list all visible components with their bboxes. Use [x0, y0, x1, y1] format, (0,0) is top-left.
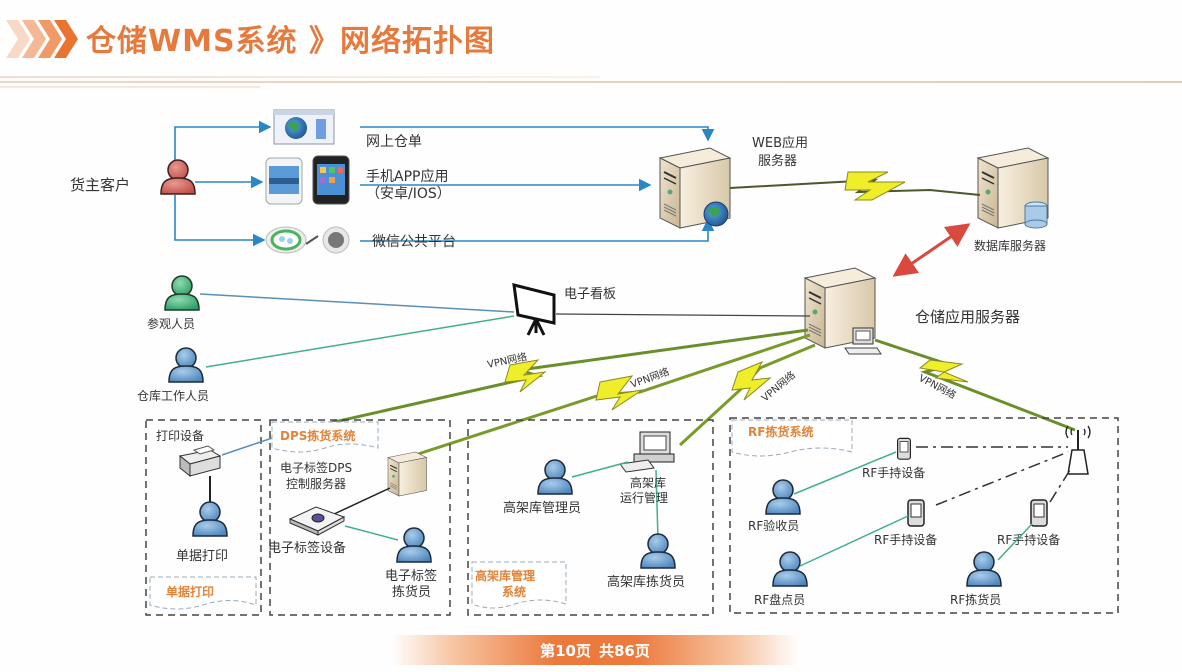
highrack-group-title-line2: 系统	[502, 584, 526, 599]
header-divider-3	[0, 86, 260, 88]
web-server-label-line2: 服务器	[758, 153, 797, 169]
printer-icon	[178, 445, 222, 478]
electronic-tag-device-icon	[288, 506, 346, 536]
database-server-label: 数据库服务器	[974, 238, 1046, 253]
dps-server-label-line1: 电子标签DPS	[280, 460, 352, 475]
vpn-lightning-1-icon	[504, 359, 547, 393]
rf-antenna-icon	[1065, 425, 1091, 475]
channel-web-order-label: 网上仓单	[366, 134, 422, 150]
dps-group: DPS拣货系统 电子标签DPS 控制服务器 电子标签设备 电子标签 拣货员	[268, 419, 451, 616]
dps-group-title: DPS拣货系统	[280, 428, 355, 443]
electronic-board-icon	[512, 283, 556, 336]
web-browser-icon	[273, 109, 335, 145]
rf-picker-label: RF拣货员	[950, 592, 1001, 607]
header-divider-2	[0, 81, 1182, 83]
page-title: 仓储WMS系统 》网络拓扑图	[86, 24, 495, 59]
customer-person-icon	[160, 159, 196, 195]
highrack-group-title-line1: 高架库管理	[475, 568, 535, 583]
web-server-icon	[659, 147, 731, 229]
rf-handheld-1-icon	[896, 437, 912, 460]
link-web-db-line	[729, 178, 981, 196]
link-customer-wechat	[174, 195, 266, 247]
print-person-label: 单据打印	[176, 549, 228, 564]
vpn-link-rf	[874, 338, 1076, 432]
worker-label: 仓库工作人员	[137, 388, 209, 403]
highrack-pc-label-line2: 运行管理	[620, 490, 668, 505]
highrack-manager-person-icon	[537, 459, 573, 495]
visitor-label: 参观人员	[147, 316, 195, 331]
link-db-wms	[892, 223, 971, 277]
vpn-label-3: VPN网络	[759, 368, 798, 404]
wms-app-server-icon	[804, 267, 882, 355]
channel-app-label-line2: （安卓/IOS）	[366, 186, 451, 202]
vpn-link-dps	[289, 328, 809, 434]
rf-handheld-1-label: RF手持设备	[862, 465, 925, 480]
vpn-label-2: VPN网络	[629, 365, 671, 391]
total-pages: 共86页	[599, 641, 650, 660]
electronic-tag-device-label: 电子标签设备	[268, 540, 346, 556]
worker-person-icon	[168, 347, 204, 383]
workstation-icon	[844, 327, 882, 355]
print-group: 打印设备 单据打印 单据打印	[145, 419, 291, 616]
print-person-icon	[192, 501, 228, 537]
dps-server-label-line2: 控制服务器	[286, 476, 346, 491]
wechat-icon	[265, 226, 350, 254]
link-visitor-board	[199, 293, 515, 313]
page-indicator: 第10页 共86页	[392, 635, 798, 665]
link-board-wms	[555, 313, 811, 317]
rf-handheld-2-label: RF手持设备	[874, 532, 937, 547]
lightning-web-db-icon	[844, 171, 906, 201]
rf-handheld-2-icon	[907, 499, 925, 527]
vpn-lightning-4-icon	[918, 359, 969, 383]
rf-handheld-3-label: RF手持设备	[997, 532, 1060, 547]
android-phone-icon	[265, 157, 303, 205]
vpn-lightning-2-icon	[595, 375, 643, 411]
channel-wechat-label: 微信公共平台	[372, 234, 456, 250]
highrack-picker-person-icon	[640, 533, 676, 569]
customer-label: 货主客户	[70, 176, 130, 194]
rf-receiver-person-icon	[765, 479, 801, 515]
wms-app-server-label: 仓储应用服务器	[915, 308, 1020, 326]
highrack-group: 高架库 运行管理 高架库管理员 高架库拣货员 高架库管理 系统	[467, 419, 714, 616]
vpn-lightning-3-icon	[731, 360, 772, 401]
visitor-person-icon	[164, 275, 200, 311]
current-page: 第10页	[540, 641, 591, 660]
electronic-board-label: 电子看板	[564, 286, 616, 302]
rf-handheld-3-icon	[1030, 499, 1048, 527]
printer-label: 打印设备	[156, 429, 204, 443]
highrack-pc-label-line1: 高架库	[630, 475, 666, 490]
link-web-order-server	[360, 126, 715, 142]
customer-channels: 货主客户 网上仓单 手机APP应用 （安卓/IOS）	[70, 109, 715, 254]
web-server-label-line1: WEB应用	[752, 135, 808, 151]
slide-header: 仓储WMS系统 》网络拓扑图	[0, 0, 1182, 90]
highrack-picker-label: 高架库拣货员	[607, 574, 685, 590]
link-worker-board	[205, 315, 515, 368]
dps-picker-label-line2: 拣货员	[392, 584, 431, 600]
rf-group-title: RF拣货系统	[748, 424, 813, 439]
dps-picker-label-line1: 电子标签	[385, 568, 437, 584]
dps-picker-person-icon	[396, 527, 432, 563]
print-group-title: 单据打印	[166, 584, 214, 599]
chevron-arrows-icon	[6, 20, 78, 58]
channel-app-label-line1: 手机APP应用	[366, 168, 448, 185]
highrack-pc-icon	[619, 431, 675, 473]
rf-group: RF拣货系统 RF手持设备 RF手持设备 RF手持设备 RF验收员 RF盘点员 …	[729, 417, 1119, 614]
database-server-icon	[977, 147, 1049, 229]
rf-counter-person-icon	[772, 551, 808, 587]
link-wechat-server	[360, 218, 715, 242]
rf-counter-label: RF盘点员	[754, 592, 805, 607]
dps-control-server-icon	[387, 451, 428, 497]
vpn-links: VPN网络 VPN网络 VPN网络 VPN网络	[289, 328, 1076, 457]
header-divider	[0, 76, 600, 78]
link-customer-web-order	[174, 120, 272, 175]
rf-picker-person-icon	[966, 551, 1002, 587]
rf-receiver-label: RF验收员	[748, 518, 799, 533]
highrack-manager-label: 高架库管理员	[503, 500, 581, 516]
iphone-icon	[312, 155, 350, 205]
